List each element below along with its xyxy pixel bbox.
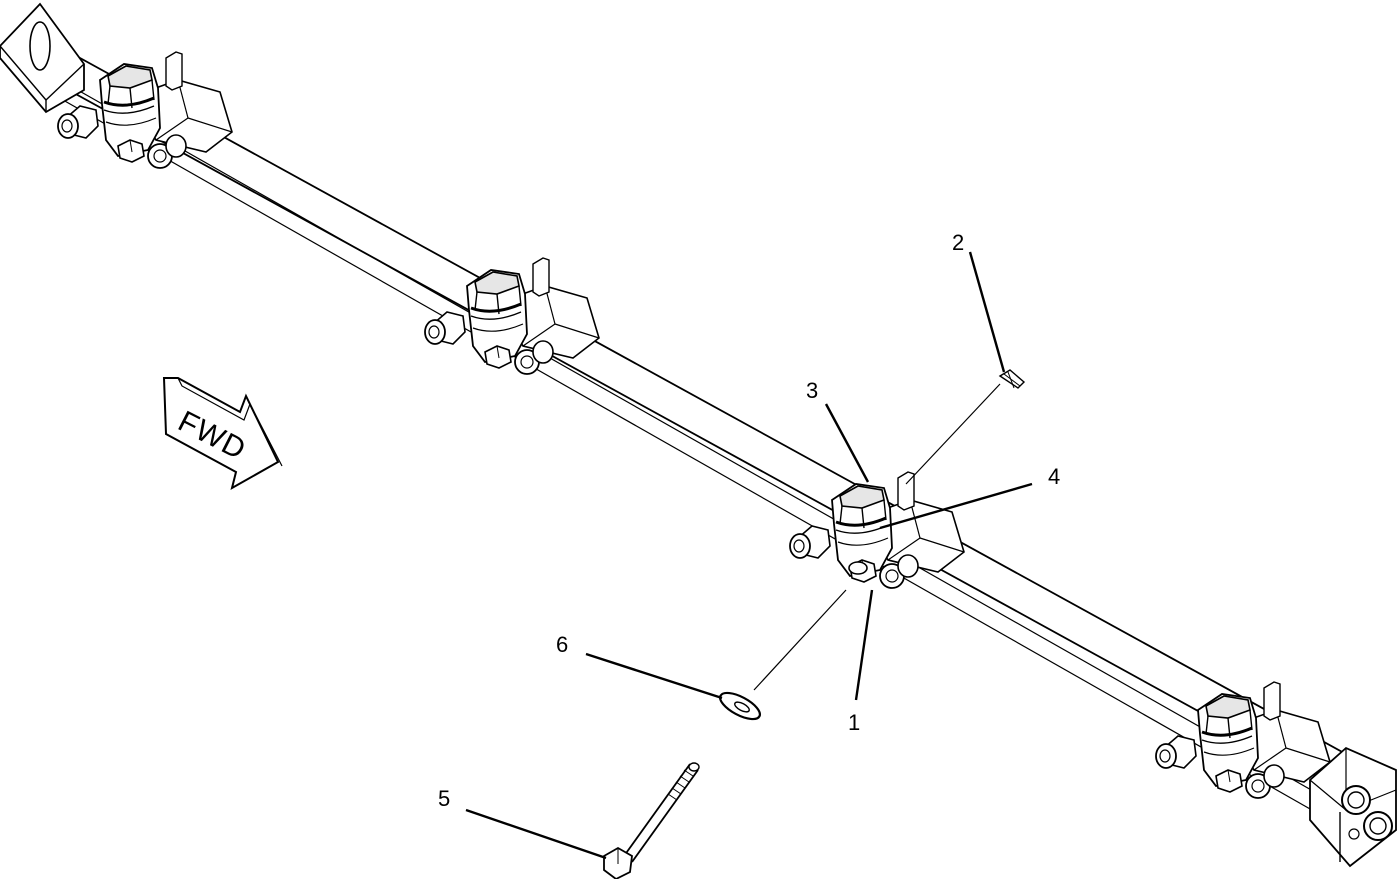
part-2-clip: [998, 369, 1026, 389]
callout-6: 6: [556, 632, 568, 657]
bracket-assembly-4: [1154, 680, 1332, 800]
callout-1: 1: [848, 710, 860, 735]
callout-3: 3: [806, 378, 818, 403]
part-5-bolt: [603, 762, 700, 879]
part-6-washer: [719, 691, 761, 721]
tube-assembly: [31, 35, 1376, 827]
callout-5: 5: [438, 786, 450, 811]
leader-lines: [465, 251, 1033, 860]
forward-arrow-icon: FWD: [162, 377, 283, 491]
left-end-plate: [0, 2, 85, 114]
assembly-lines: [753, 383, 1001, 691]
bracket-assembly-2: [423, 256, 601, 376]
right-end-plate: [1309, 746, 1397, 868]
bracket-assembly-3: [788, 470, 966, 590]
callout-4: 4: [1048, 464, 1060, 489]
callout-2: 2: [952, 230, 964, 255]
